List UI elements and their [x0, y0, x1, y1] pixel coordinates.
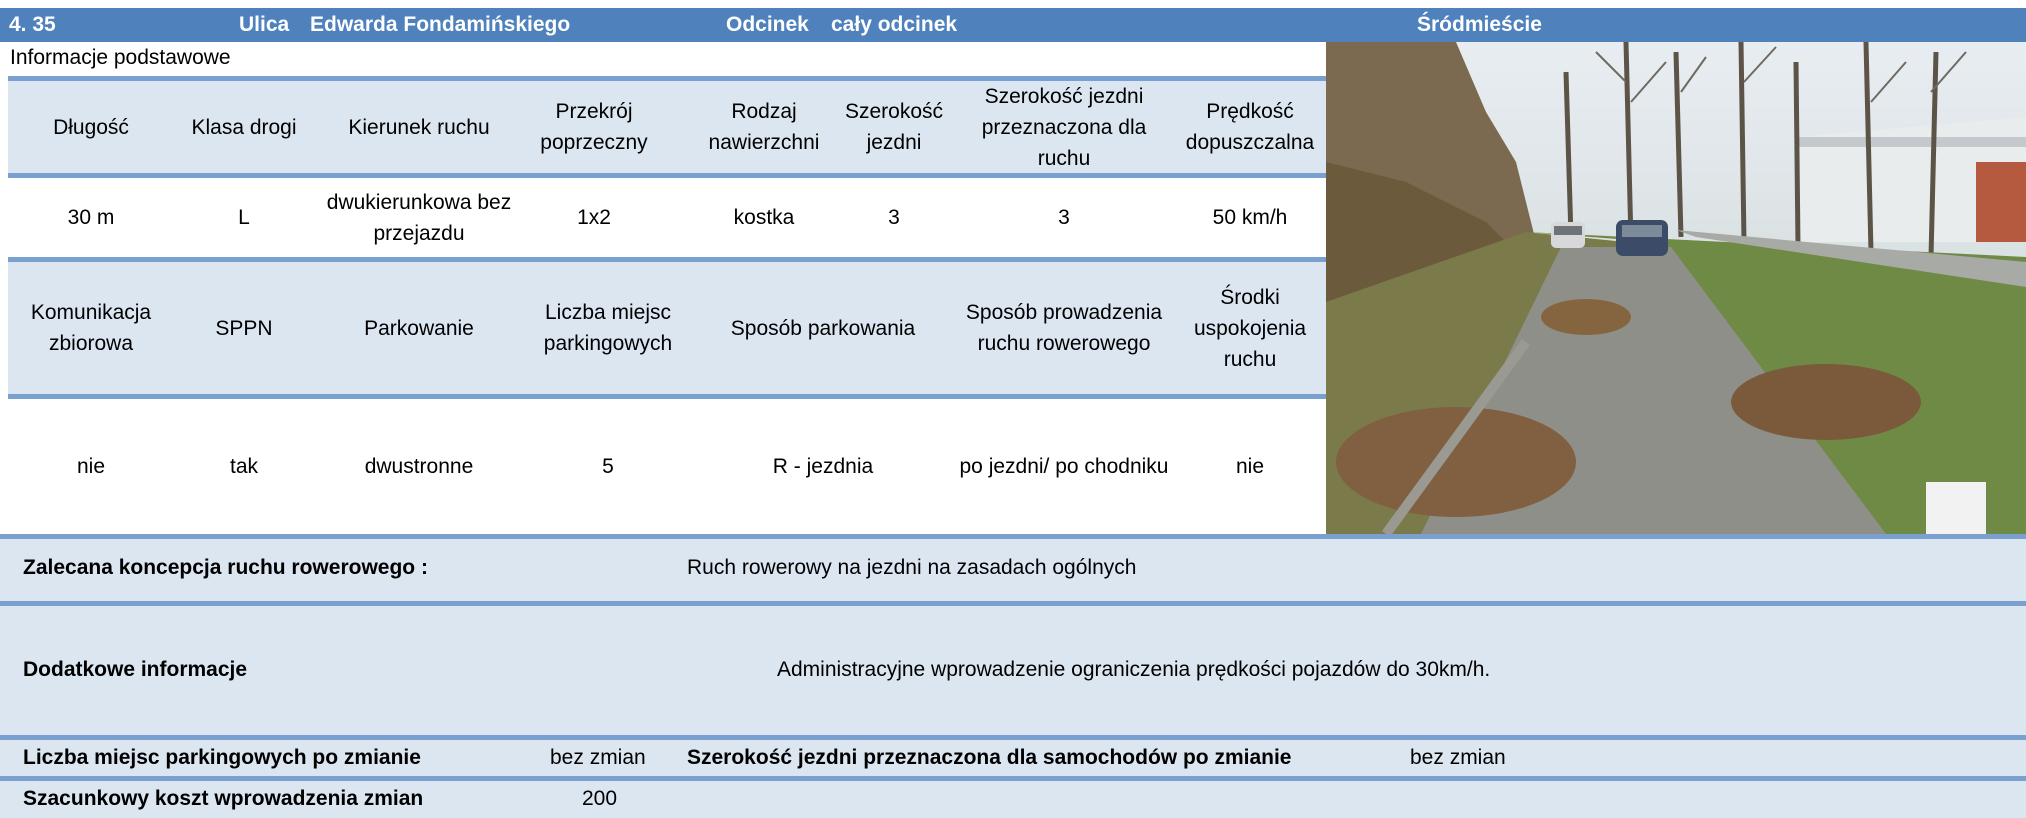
rule: [0, 735, 2026, 740]
header-length: Długość: [53, 115, 129, 139]
header-public-transport: Komunikacja zbiorowa: [30, 301, 152, 355]
additional-info-row: Dodatkowe informacje Administracyjne wpr…: [0, 606, 2026, 735]
header-road-class: Klasa drogi: [191, 115, 297, 139]
value-surface-type: kostka: [733, 206, 795, 229]
rule: [8, 76, 1326, 81]
value-parking-spaces: 5: [602, 455, 614, 478]
rule: [0, 601, 2026, 606]
table1-header-row: Długość Klasa drogi Kierunek ruchu Przek…: [8, 81, 1326, 173]
header-surface-type: Rodzaj nawierzchni: [708, 100, 820, 154]
header-parking-spaces: Liczba miejsc parkingowych: [543, 301, 673, 355]
header-traffic-direction: Kierunek ruchu: [348, 115, 490, 139]
header-parking: Parkowanie: [364, 316, 474, 340]
header-traffic-calming: Środki uspokojenia ruchu: [1193, 285, 1307, 371]
rule: [8, 394, 1326, 399]
header-parking-method: Sposób parkowania: [730, 316, 916, 340]
width-after-label: Szerokość jezdni przeznaczona dla samoch…: [687, 746, 1292, 769]
table2-header-row: Komunikacja zbiorowa SPPN Parkowanie Lic…: [8, 262, 1326, 394]
rule: [8, 257, 1326, 262]
parking-after-value: bez zmian: [550, 746, 646, 769]
table2-values-row: nie tak dwustronne 5 R - jezdnia po jezd…: [8, 399, 1326, 534]
concept-value: Ruch rowerowy na jezdni na zasadach ogól…: [687, 556, 1137, 579]
after-change-row: Liczba miejsc parkingowych po zmianie be…: [0, 740, 2026, 776]
street-photo: [1326, 42, 2026, 534]
cost-row: Szacunkowy koszt wprowadzenia zmian 200: [0, 781, 2026, 818]
value-parking: dwustronne: [364, 455, 474, 478]
value-length: 30 m: [67, 206, 115, 229]
additional-info-value: Administracyjne wprowadzenie ograniczeni…: [777, 658, 1491, 681]
value-parking-method: R - jezdnia: [772, 455, 874, 478]
additional-info-label: Dodatkowe informacje: [23, 658, 248, 681]
table1-values-row: 30 m L dwukierunkowa bez przejazdu 1x2 k…: [8, 178, 1326, 257]
street-label: Ulica: [239, 13, 290, 36]
value-bicycle-traffic-method: po jezdni/ po chodniku: [959, 455, 1169, 478]
value-speed-limit: 50 km/h: [1212, 206, 1288, 229]
value-traffic-calming: nie: [1235, 455, 1265, 478]
width-after-value: bez zmian: [1410, 746, 1506, 769]
value-traffic-width: 3: [1058, 206, 1070, 229]
value-public-transport: nie: [76, 455, 106, 478]
header-traffic-width: Szerokość jezdni przeznaczona dla ruchu: [981, 84, 1147, 170]
value-road-width: 3: [888, 206, 900, 229]
district-name: Śródmieście: [1417, 13, 1542, 36]
concept-label: Zalecana koncepcja ruchu rowerowego :: [23, 556, 428, 579]
section-subtitle: Informacje podstawowe: [10, 46, 231, 69]
concept-row: Zalecana koncepcja ruchu rowerowego : Ru…: [0, 539, 2026, 601]
rule: [0, 776, 2026, 781]
entry-number: 4. 35: [9, 13, 56, 36]
cost-label: Szacunkowy koszt wprowadzenia zmian: [23, 787, 424, 810]
header-sppn: SPPN: [215, 316, 273, 340]
header-bar: 4. 35 Ulica Edwarda Fondamińskiego Odcin…: [0, 8, 2026, 42]
section-value: cały odcinek: [831, 13, 958, 36]
parking-after-label: Liczba miejsc parkingowych po zmianie: [23, 746, 421, 769]
rule: [8, 173, 1326, 178]
section-label: Odcinek: [726, 13, 809, 36]
street-name: Edwarda Fondamińskiego: [310, 13, 571, 36]
header-cross-section: Przekrój poprzeczny: [540, 100, 648, 154]
header-road-width: Szerokość jezdni: [844, 100, 944, 154]
header-bicycle-traffic-method: Sposób prowadzenia ruchu rowerowego: [965, 301, 1163, 355]
cost-value: 200: [582, 787, 618, 810]
value-cross-section: 1x2: [577, 206, 611, 229]
rule: [0, 534, 2026, 539]
value-traffic-direction: dwukierunkowa bez przejazdu: [326, 190, 512, 245]
value-road-class: L: [238, 206, 250, 229]
header-speed-limit: Prędkość dopuszczalna: [1185, 100, 1315, 154]
value-sppn: tak: [229, 455, 258, 478]
